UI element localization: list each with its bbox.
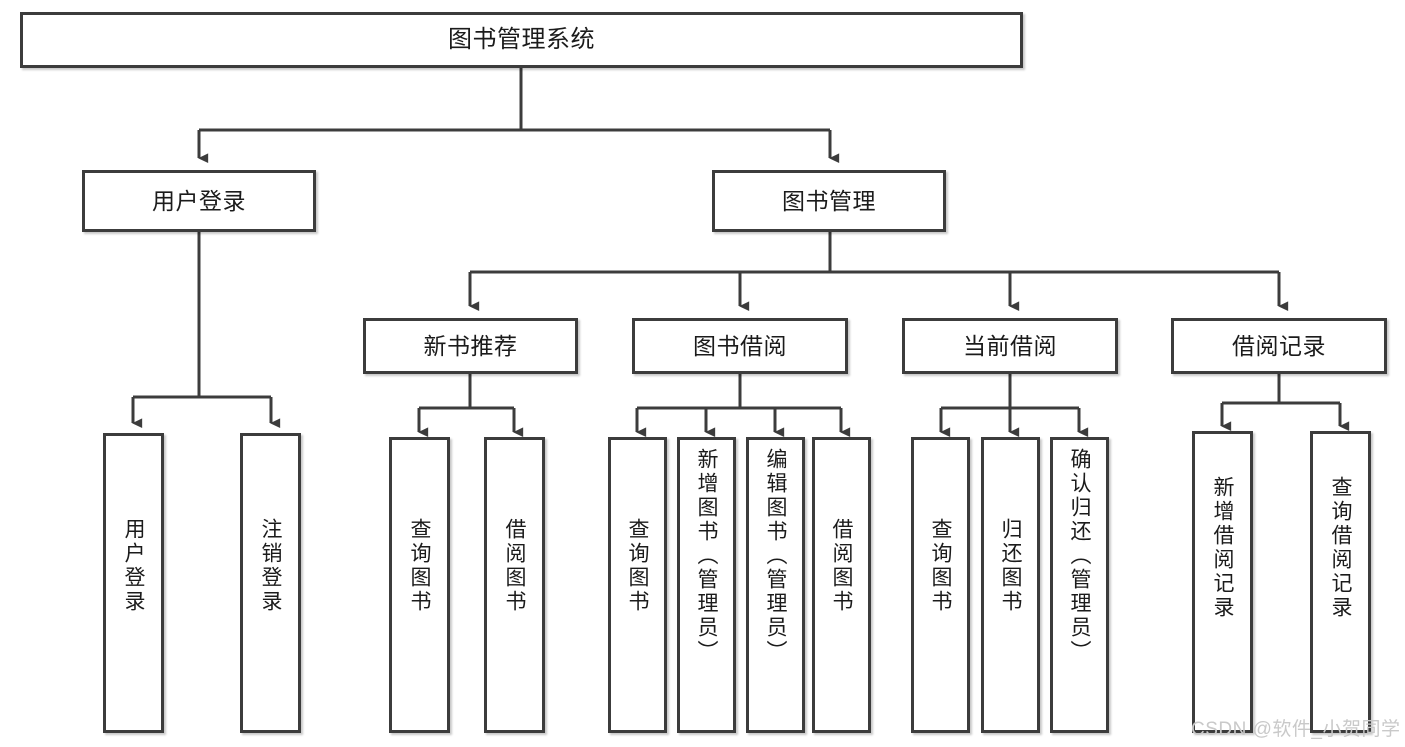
leaf-current-borrow-confirm-return-admin[interactable]: 确认归还（管理员） bbox=[1050, 437, 1109, 733]
node-label: 借阅记录 bbox=[1232, 332, 1326, 359]
leaf-user-login-logout[interactable]: 注销登录 bbox=[240, 433, 301, 733]
node-label: 编辑图书（管理员） bbox=[764, 448, 787, 664]
node-current-borrow[interactable]: 当前借阅 bbox=[902, 318, 1118, 374]
node-label: 借阅图书 bbox=[503, 518, 526, 614]
leaf-book-borrow-borrow-book[interactable]: 借阅图书 bbox=[812, 437, 871, 733]
leaf-borrow-record-add-record[interactable]: 新增借阅记录 bbox=[1192, 431, 1253, 733]
csdn-watermark: CSDN @软件_小贺同学 bbox=[1191, 719, 1401, 740]
leaf-book-borrow-add-book-admin[interactable]: 新增图书（管理员） bbox=[677, 437, 736, 733]
node-label: 用户登录 bbox=[122, 518, 145, 614]
node-label: 图书管理 bbox=[782, 187, 876, 214]
leaf-new-book-query-book[interactable]: 查询图书 bbox=[389, 437, 450, 733]
node-label: 图书借阅 bbox=[693, 332, 787, 359]
node-label: 用户登录 bbox=[152, 187, 246, 214]
node-label: 新书推荐 bbox=[423, 332, 518, 359]
leaf-user-login-login[interactable]: 用户登录 bbox=[103, 433, 164, 733]
node-book-borrow[interactable]: 图书借阅 bbox=[632, 318, 848, 374]
node-label: 查询借阅记录 bbox=[1329, 476, 1352, 620]
node-label: 注销登录 bbox=[259, 518, 282, 614]
leaf-current-borrow-return-book[interactable]: 归还图书 bbox=[981, 437, 1040, 733]
leaf-current-borrow-query-book[interactable]: 查询图书 bbox=[911, 437, 970, 733]
node-label: 查询图书 bbox=[408, 518, 431, 614]
node-label: 图书管理系统 bbox=[448, 26, 595, 54]
node-label: 当前借阅 bbox=[963, 332, 1057, 359]
node-new-book-recommend[interactable]: 新书推荐 bbox=[363, 318, 578, 374]
leaf-borrow-record-query-record[interactable]: 查询借阅记录 bbox=[1310, 431, 1371, 733]
leaf-book-borrow-query-book[interactable]: 查询图书 bbox=[608, 437, 667, 733]
node-label: 确认归还（管理员） bbox=[1068, 448, 1091, 664]
node-user-login[interactable]: 用户登录 bbox=[82, 170, 316, 232]
node-label: 新增借阅记录 bbox=[1211, 476, 1234, 620]
node-label: 查询图书 bbox=[626, 518, 649, 614]
leaf-book-borrow-edit-book-admin[interactable]: 编辑图书（管理员） bbox=[746, 437, 805, 733]
node-borrow-record[interactable]: 借阅记录 bbox=[1171, 318, 1387, 374]
node-root-book-management-system[interactable]: 图书管理系统 bbox=[20, 12, 1023, 68]
node-label: 归还图书 bbox=[999, 518, 1022, 614]
leaf-new-book-borrow-book[interactable]: 借阅图书 bbox=[484, 437, 545, 733]
node-label: 新增图书（管理员） bbox=[695, 448, 718, 664]
node-label: 查询图书 bbox=[929, 518, 952, 614]
node-book-management[interactable]: 图书管理 bbox=[712, 170, 946, 232]
node-label: 借阅图书 bbox=[830, 518, 853, 614]
